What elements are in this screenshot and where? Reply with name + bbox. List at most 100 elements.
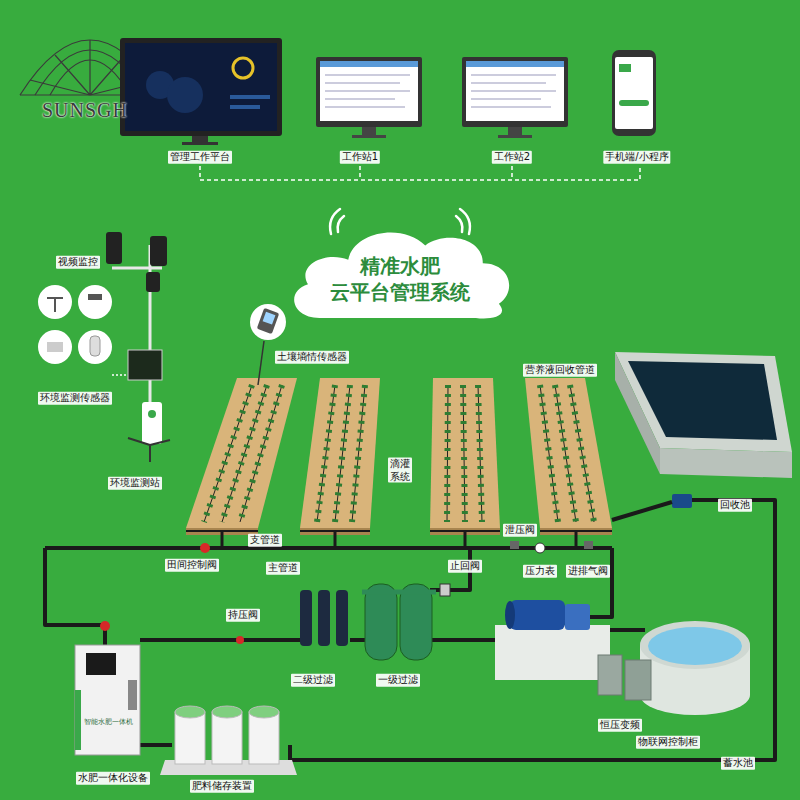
part-label: 泄压阀 bbox=[503, 524, 537, 537]
sensor-badge bbox=[250, 304, 286, 340]
part-label: 土壤墒情传感器 bbox=[275, 351, 349, 364]
phone-screen bbox=[615, 57, 653, 129]
sensor-box bbox=[47, 342, 63, 352]
machine-screen bbox=[86, 653, 116, 675]
machine-pump bbox=[128, 680, 137, 710]
pipe bbox=[45, 548, 105, 645]
part-label: 工作站2 bbox=[492, 151, 532, 164]
pole bbox=[112, 245, 162, 445]
wifi-arc bbox=[460, 209, 470, 234]
sensor-screen bbox=[263, 312, 276, 325]
recovery-pipe bbox=[612, 502, 672, 520]
pipe bbox=[140, 638, 300, 642]
network-bus bbox=[200, 166, 640, 180]
sensor-icon bbox=[38, 330, 72, 364]
logo-text: SUNSGH bbox=[40, 98, 130, 123]
check-valve bbox=[440, 584, 450, 596]
wifi-symbol bbox=[330, 209, 470, 234]
secondary-filter bbox=[300, 590, 348, 646]
tank-top bbox=[212, 706, 242, 718]
part-label: 田间控制阀 bbox=[165, 559, 219, 572]
part-label: 主管道 bbox=[266, 562, 300, 575]
drip-line bbox=[540, 385, 594, 522]
cloud-text-wrap: 精准水肥 云平台管理系统 bbox=[320, 239, 480, 305]
monitor-base bbox=[352, 135, 386, 138]
management-monitor bbox=[120, 38, 282, 145]
bed bbox=[430, 378, 500, 528]
camera bbox=[106, 232, 122, 264]
monitor-screen bbox=[320, 61, 418, 121]
monitor-stand bbox=[192, 136, 208, 142]
cloud-outline bbox=[294, 232, 509, 318]
part-label: 物联网控制柜 bbox=[636, 736, 700, 749]
part-label: 持压阀 bbox=[226, 609, 260, 622]
bed bbox=[300, 378, 380, 528]
plants bbox=[447, 385, 482, 522]
part-label: 环境监测传感器 bbox=[38, 392, 112, 405]
monitor-base bbox=[498, 135, 532, 138]
air-valve bbox=[584, 541, 593, 549]
station-box bbox=[142, 402, 162, 444]
part-label: 手机端/小程序 bbox=[603, 151, 670, 164]
wifi-arc bbox=[338, 216, 344, 232]
station-logo bbox=[148, 410, 156, 418]
monitor-screen bbox=[125, 43, 277, 131]
drip-lines bbox=[204, 385, 594, 522]
pipe bbox=[590, 548, 612, 617]
part-label: 滴灌系统 bbox=[388, 458, 412, 483]
motor-cap bbox=[505, 601, 515, 629]
recovery-pump bbox=[672, 494, 692, 508]
part-label: 智能水肥一体机 bbox=[82, 718, 135, 727]
fertilizer-tanks bbox=[160, 706, 297, 775]
pool-side bbox=[615, 352, 660, 474]
part-label: 回收池 bbox=[718, 499, 752, 512]
filter-cylinder bbox=[336, 590, 348, 646]
wifi-arc bbox=[456, 216, 462, 232]
pressure-valve bbox=[236, 636, 244, 644]
machine-body bbox=[75, 645, 140, 755]
soil-sensor bbox=[250, 304, 286, 385]
valve bbox=[100, 621, 110, 631]
drip-line bbox=[447, 385, 482, 522]
planting-beds bbox=[186, 378, 612, 535]
plants bbox=[540, 385, 594, 522]
inverter-cabinet bbox=[598, 655, 622, 695]
pump-body bbox=[565, 604, 590, 630]
tank-top bbox=[175, 706, 205, 718]
camera bbox=[150, 236, 167, 266]
part-label: 营养液回收管道 bbox=[523, 364, 597, 377]
monitor-frame bbox=[316, 57, 422, 127]
recovery-pool bbox=[615, 352, 792, 508]
part-label: 肥料储存装置 bbox=[190, 780, 254, 793]
tank bbox=[212, 712, 242, 764]
sensor-icon bbox=[78, 330, 112, 364]
phone-button bbox=[619, 100, 649, 106]
plant-rows bbox=[204, 385, 594, 522]
return-pipe bbox=[290, 500, 775, 760]
primary-filter bbox=[362, 584, 436, 660]
filter-cylinder bbox=[318, 590, 330, 646]
part-label: 工作站1 bbox=[340, 151, 380, 164]
workstation-monitor bbox=[316, 57, 422, 138]
plants bbox=[204, 385, 282, 522]
environment-station bbox=[38, 232, 170, 462]
monitor-base bbox=[182, 142, 218, 145]
camera bbox=[146, 272, 160, 292]
monitor-stand bbox=[362, 127, 376, 135]
bed bbox=[525, 378, 612, 528]
wifi-arc bbox=[330, 209, 340, 234]
screen-header bbox=[320, 61, 418, 67]
sensor-device bbox=[257, 308, 280, 334]
part-label: 恒压变频 bbox=[598, 719, 642, 732]
sand-tank bbox=[365, 584, 397, 660]
rain-gauge bbox=[88, 294, 102, 300]
phone-body bbox=[612, 50, 656, 136]
part-label: 蓄水池 bbox=[721, 757, 755, 770]
part-label: 环境监测站 bbox=[108, 477, 162, 490]
tank-top bbox=[249, 706, 279, 718]
iot-cabinet bbox=[625, 660, 651, 700]
part-label: 管理工作平台 bbox=[168, 151, 232, 164]
part-label: 进排气阀 bbox=[566, 565, 610, 578]
screen-header bbox=[466, 61, 564, 67]
